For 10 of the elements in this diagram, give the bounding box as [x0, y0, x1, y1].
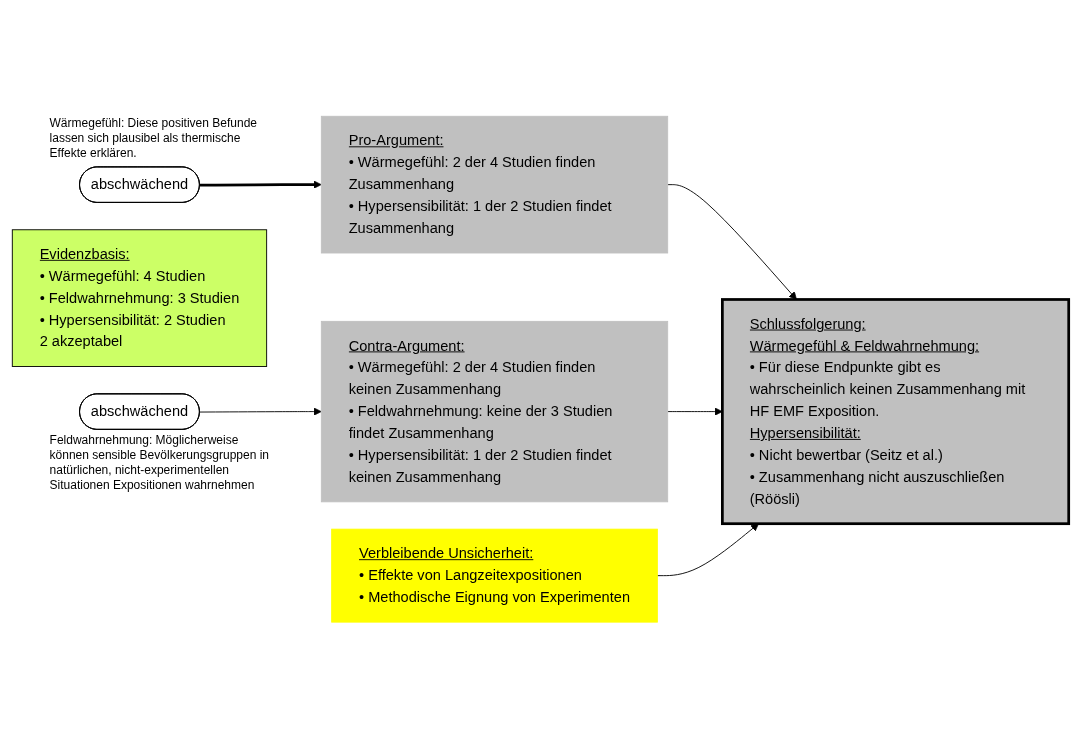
argument-box: Pro-Argument: • Wärmegefühl: 2 der 4 Studien finden Zusammenhang • Hypersensibilität: 1 der 2 Studien findet Zusammenhang — [320, 115, 669, 254]
arrow — [199, 180, 322, 189]
evidence-box: Evidenzbasis: • Wärmegefühl: 4 Studien • Feldwahrnehmung: 3 Studien • Hypersensibilität: 2 Studien 2 akzeptabel — [11, 229, 268, 367]
annotation-text: Wärmegefühl: Diese positiven Befunde lassen sich plausibel als thermische Effekte erklären. — [49, 115, 258, 161]
conclusion-box: Schlussfolgerung: Wärmegefühl & Feldwahrnehmung: • Für diese Endpunkte gibt es wahrscheinlich keinen Zusammenhang mit HF EMF Exposition. Hypersensibilität: • Nicht bewertbar (Seitz et al.) • Zusammenhang nicht auszuschließen (Röösli) — [721, 297, 1071, 525]
uncertainty-box: Verbleibende Unsicherheit: • Effekte von Langzeitexpositionen • Methodische Eignung von Experimenten — [331, 528, 658, 623]
decision-ellipse: abschwächend — [79, 166, 200, 203]
decision-ellipse: abschwächend — [79, 393, 200, 430]
annotation-text: Feldwahrnehmung: Möglicherweise können sensible Bevölkerungsgruppen in natürlichen, nicht-experimentellen Situationen Expositionen wahrnehmen — [49, 433, 271, 494]
argument-box: Contra-Argument: • Wärmegefühl: 2 der 4 Studien finden keinen Zusammenhang • Feldwahrnehmung: keine der 3 Studien findet Zusammenhang • Hypersensibilität: 1 der 2 Studien findet keinen Zusammenhang — [320, 320, 669, 503]
